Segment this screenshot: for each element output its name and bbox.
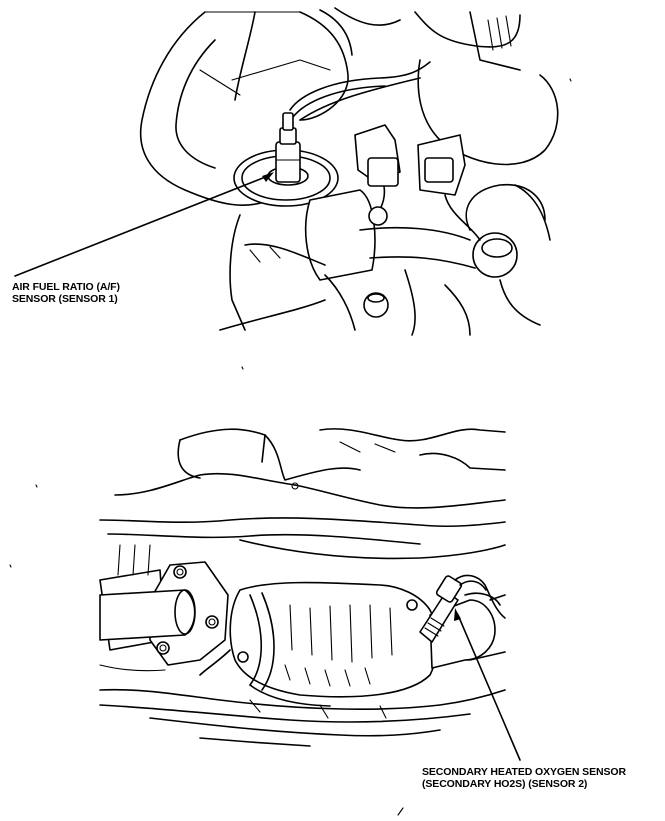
af-sensor-label-line2: SENSOR (SENSOR 1) [12,293,118,305]
af-sensor-label-line1: AIR FUEL RATIO (A/F) [12,281,120,293]
af-sensor-label: AIR FUEL RATIO (A/F) SENSOR (SENSOR 1) [12,281,120,305]
ho2s-sensor-label-line1: SECONDARY HEATED OXYGEN SENSOR [422,766,626,778]
ho2s-sensor-label: SECONDARY HEATED OXYGEN SENSOR (SECONDAR… [422,766,626,790]
af-sensor-illustration [14,7,559,336]
ho2s-sensor-label-line2: (SECONDARY HO2S) (SENSOR 2) [422,778,588,790]
ho2s-illustration [99,428,521,761]
